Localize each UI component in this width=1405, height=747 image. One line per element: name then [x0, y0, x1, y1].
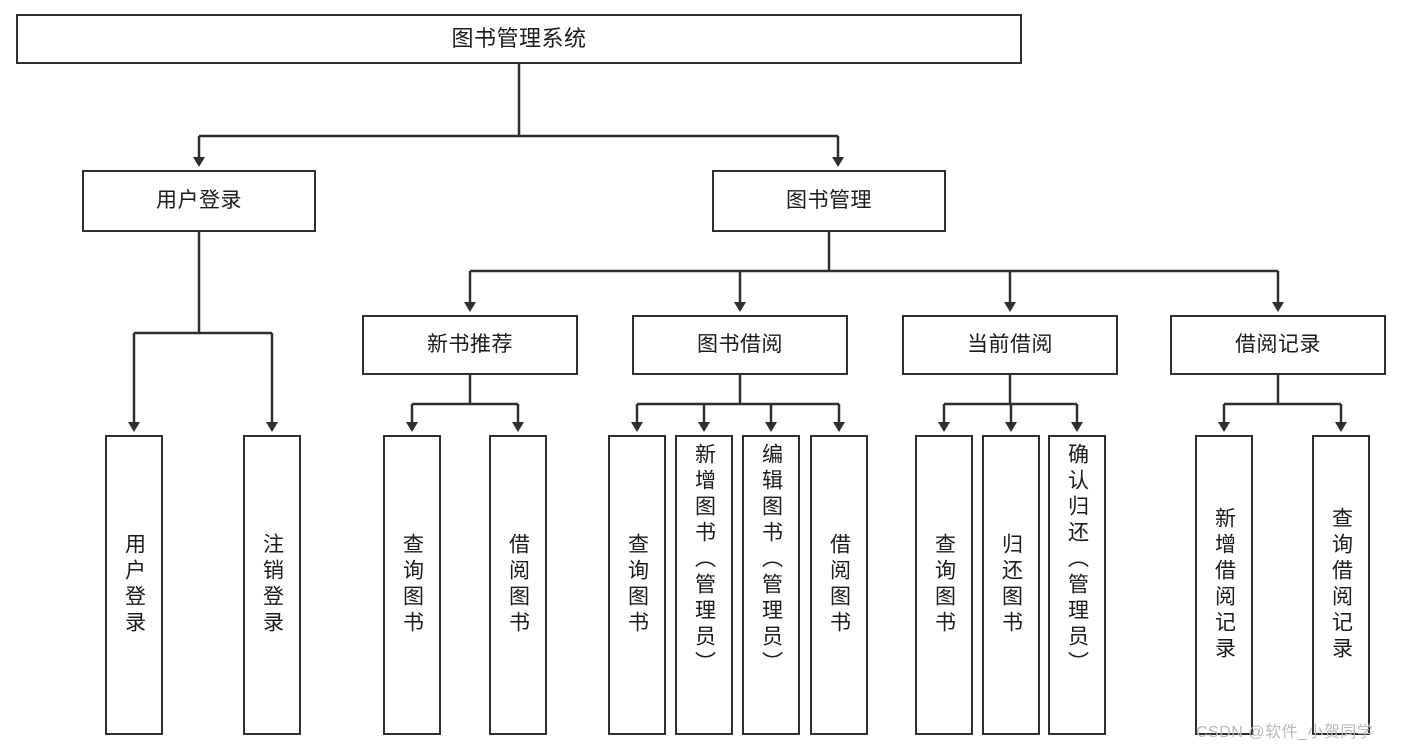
leaf-current-borrow-confirm[interactable]: 确认归还（管理员） — [1048, 435, 1106, 735]
node-new-book-recommend[interactable]: 新书推荐 — [362, 315, 578, 375]
node-root[interactable]: 图书管理系统 — [16, 14, 1022, 64]
leaf-current-borrow-return-label: 归还图书 — [999, 533, 1023, 637]
node-book-manage-label: 图书管理 — [786, 188, 872, 212]
leaf-book-borrow-add-label: 新增图书（管理员） — [692, 443, 716, 677]
node-current-borrow-label: 当前借阅 — [967, 332, 1053, 356]
leaf-book-borrow-borrow-label: 借阅图书 — [827, 533, 851, 637]
node-book-borrow[interactable]: 图书借阅 — [632, 315, 848, 375]
node-root-label: 图书管理系统 — [451, 26, 587, 52]
node-current-borrow[interactable]: 当前借阅 — [902, 315, 1118, 375]
leaf-new-book-query[interactable]: 查询图书 — [383, 435, 441, 735]
leaf-new-book-borrow[interactable]: 借阅图书 — [489, 435, 547, 735]
leaf-borrow-record-query-label: 查询借阅记录 — [1329, 507, 1353, 663]
leaf-user-login-logout[interactable]: 注销登录 — [243, 435, 301, 735]
leaf-new-book-query-label: 查询图书 — [400, 533, 424, 637]
node-new-book-recommend-label: 新书推荐 — [427, 332, 513, 356]
leaf-borrow-record-add-label: 新增借阅记录 — [1212, 507, 1236, 663]
node-book-manage[interactable]: 图书管理 — [712, 170, 946, 232]
node-user-login-label: 用户登录 — [156, 188, 242, 212]
leaf-current-borrow-query-label: 查询图书 — [932, 533, 956, 637]
leaf-book-borrow-edit-label: 编辑图书（管理员） — [759, 443, 783, 677]
node-book-borrow-label: 图书借阅 — [697, 332, 783, 356]
watermark: CSDN @软件_小贺同学 — [1196, 724, 1374, 741]
leaf-borrow-record-add[interactable]: 新增借阅记录 — [1195, 435, 1253, 735]
leaf-current-borrow-query[interactable]: 查询图书 — [915, 435, 973, 735]
leaf-borrow-record-query[interactable]: 查询借阅记录 — [1312, 435, 1370, 735]
node-borrow-record[interactable]: 借阅记录 — [1170, 315, 1386, 375]
node-borrow-record-label: 借阅记录 — [1235, 332, 1321, 356]
leaf-user-login-login[interactable]: 用户登录 — [105, 435, 163, 735]
leaf-book-borrow-query[interactable]: 查询图书 — [608, 435, 666, 735]
leaf-user-login-login-label: 用户登录 — [122, 533, 146, 637]
leaf-current-borrow-return[interactable]: 归还图书 — [982, 435, 1040, 735]
leaf-current-borrow-confirm-label: 确认归还（管理员） — [1065, 443, 1089, 677]
leaf-book-borrow-query-label: 查询图书 — [625, 533, 649, 637]
node-user-login[interactable]: 用户登录 — [82, 170, 316, 232]
leaf-book-borrow-add[interactable]: 新增图书（管理员） — [675, 435, 733, 735]
leaf-book-borrow-edit[interactable]: 编辑图书（管理员） — [742, 435, 800, 735]
leaf-book-borrow-borrow[interactable]: 借阅图书 — [810, 435, 868, 735]
leaf-new-book-borrow-label: 借阅图书 — [506, 533, 530, 637]
leaf-user-login-logout-label: 注销登录 — [260, 533, 284, 637]
